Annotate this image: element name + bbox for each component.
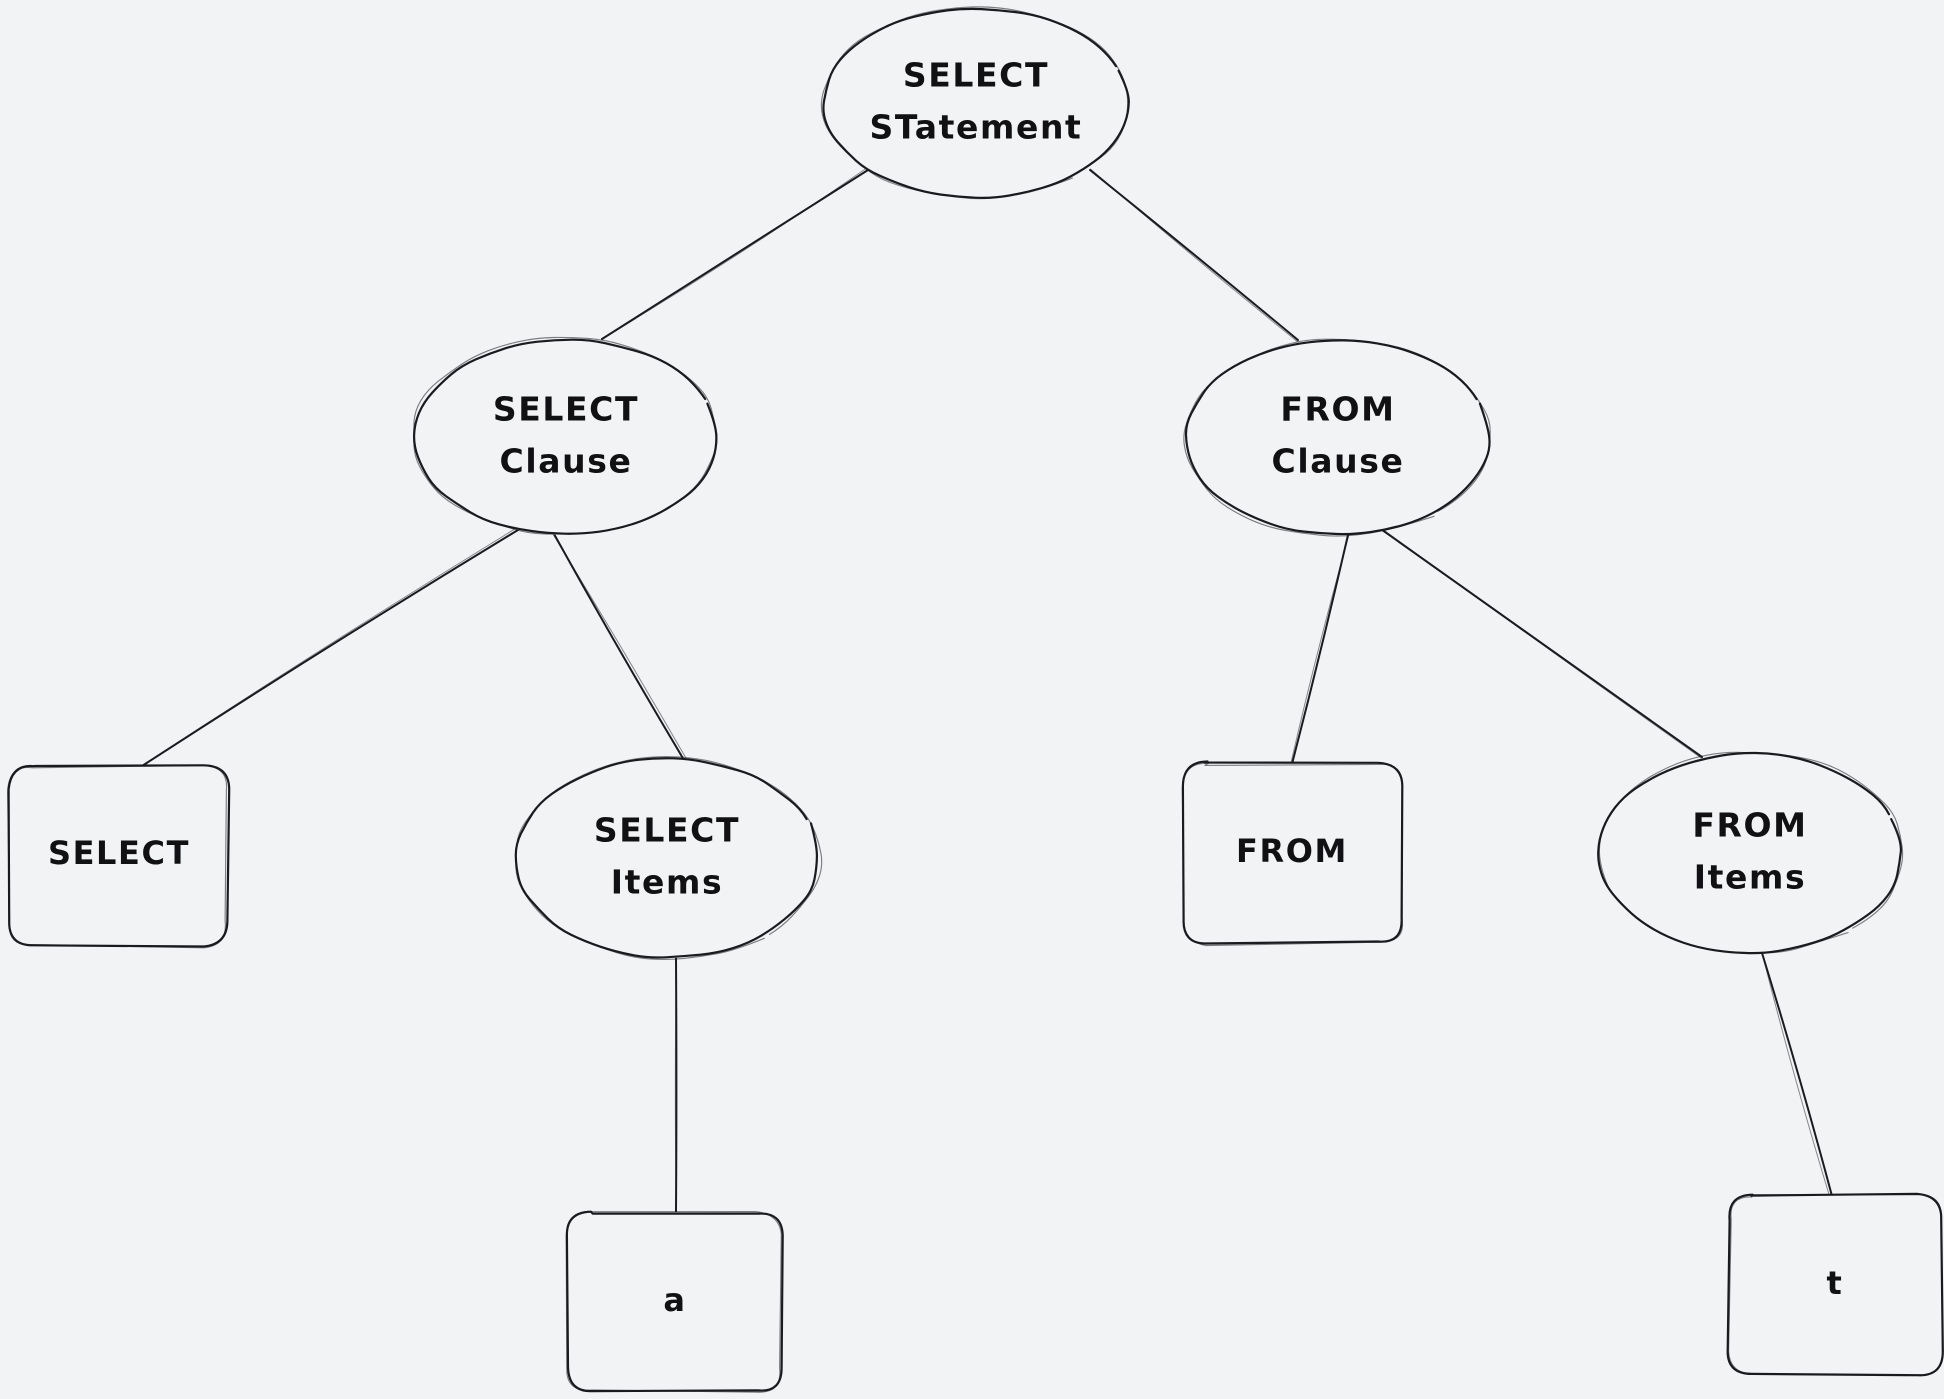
edge-from-clause-to-from-items xyxy=(1376,524,1703,760)
edge-stroke-ghost xyxy=(1761,952,1831,1199)
edge-select-statement-to-select-clause xyxy=(601,168,869,340)
edge-stroke xyxy=(1761,952,1833,1197)
node-fill xyxy=(568,1212,782,1392)
edge-from-items-to-table-t xyxy=(1761,952,1833,1199)
node-from-items[interactable]: FROM Items xyxy=(1597,751,1904,955)
node-select-terminal[interactable]: SELECT xyxy=(7,764,231,949)
node-label-line1: FROM xyxy=(1692,806,1807,845)
node-label-line2: Clause xyxy=(1272,442,1405,481)
node-column-a[interactable]: a xyxy=(565,1210,784,1393)
node-fill xyxy=(823,8,1129,198)
node-from-terminal[interactable]: FROM xyxy=(1181,760,1404,947)
edge-from-clause-to-from-terminal xyxy=(1290,534,1350,765)
node-label-line1: SELECT xyxy=(48,834,190,872)
edge-layer xyxy=(141,168,1833,1214)
node-outline-ghost xyxy=(565,1210,782,1393)
node-label-line1: FROM xyxy=(1280,390,1395,429)
node-fill xyxy=(515,758,819,958)
node-outline-ghost xyxy=(413,336,718,535)
node-outline-ghost xyxy=(515,756,823,961)
edge-select-clause-to-select-terminal xyxy=(141,527,519,767)
edge-select-statement-to-from-clause xyxy=(1089,168,1299,343)
node-label-line2: STatement xyxy=(870,108,1083,147)
edge-select-items-to-column-a xyxy=(674,957,678,1214)
node-label-line1: t xyxy=(1827,1264,1844,1302)
node-outline-ghost xyxy=(1598,751,1904,954)
node-label-line1: FROM xyxy=(1236,832,1348,870)
node-outline-ghost xyxy=(1181,762,1404,947)
edge-stroke-ghost xyxy=(143,527,517,765)
node-fill xyxy=(1598,753,1902,953)
node-fill xyxy=(1728,1195,1942,1375)
node-table-t[interactable]: t xyxy=(1726,1192,1944,1377)
edge-stroke-ghost xyxy=(1290,534,1350,763)
node-select-items[interactable]: SELECT Items xyxy=(514,756,823,961)
edge-stroke-ghost xyxy=(603,168,867,339)
node-from-clause[interactable]: FROM Clause xyxy=(1183,338,1491,537)
node-label-line1: SELECT xyxy=(493,390,639,429)
node-label-line1: SELECT xyxy=(903,56,1049,95)
edge-stroke-ghost xyxy=(1376,524,1703,760)
node-label-line1: a xyxy=(663,1281,686,1319)
edge-stroke-ghost xyxy=(551,532,687,759)
node-fill xyxy=(10,765,228,945)
edge-stroke-ghost xyxy=(1090,168,1299,343)
edge-stroke xyxy=(601,169,869,340)
node-label-line2: Items xyxy=(1694,858,1806,897)
node-layer: SELECTSTatementSELECTClauseFROMClauseSEL… xyxy=(7,6,1944,1393)
node-label-line2: Items xyxy=(611,863,723,902)
node-fill xyxy=(1186,339,1490,535)
node-fill xyxy=(414,339,718,535)
node-label-line1: SELECT xyxy=(594,811,740,850)
node-label-line2: Clause xyxy=(500,442,633,481)
node-select-statement[interactable]: SELECT STatement xyxy=(820,6,1130,200)
edge-stroke xyxy=(141,529,519,767)
node-outline-ghost xyxy=(1183,338,1491,537)
node-fill xyxy=(1182,763,1402,943)
node-outline-ghost xyxy=(820,6,1129,200)
node-select-clause[interactable]: SELECT Clause xyxy=(412,336,718,535)
node-outline-ghost xyxy=(1728,1194,1944,1377)
edge-stroke-ghost xyxy=(674,957,677,1213)
edge-select-clause-to-select-items xyxy=(551,532,687,761)
node-outline-ghost xyxy=(7,764,228,949)
